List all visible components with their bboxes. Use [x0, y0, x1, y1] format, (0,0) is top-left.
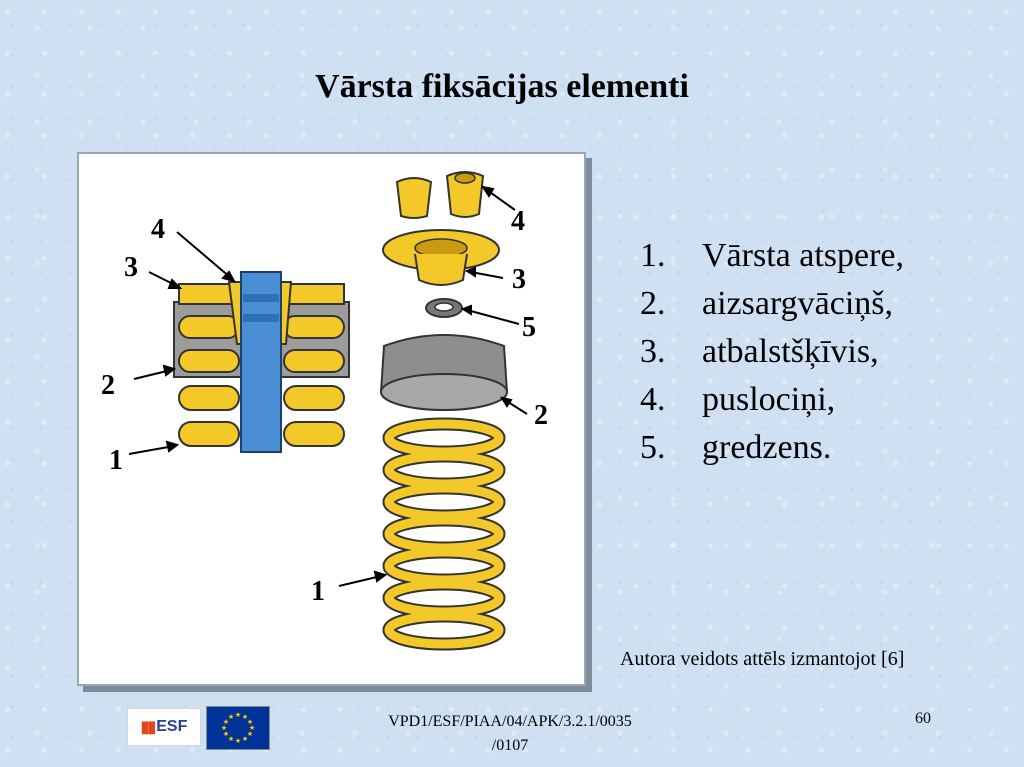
callout-3-left: 3: [124, 252, 138, 283]
footer-code: VPD1/ESF/PIAA/04/APK/3.2.1/0035 /0107: [330, 710, 690, 758]
legend-item: 1.Vārsta atspere,: [640, 232, 970, 280]
svg-text:★: ★: [242, 735, 248, 743]
callout-3-right: 3: [512, 264, 526, 295]
eu-flag-icon: ★★★ ★★★ ★★★ ★★★: [206, 706, 270, 750]
valve-diagram-svg: 1 2 3 4: [79, 154, 584, 684]
esf-mark-icon: ▮▮: [141, 717, 155, 737]
svg-text:★: ★: [228, 713, 234, 721]
legend-item: 3.atbalstšķīvis,: [640, 328, 970, 376]
legend-item: 5.gredzens.: [640, 424, 970, 472]
svg-text:★: ★: [235, 711, 241, 719]
callout-1-right: 1: [311, 576, 325, 607]
esf-logo: ▮▮ ESF: [127, 708, 201, 746]
exploded-valve: 4 3 5 2 1: [311, 172, 548, 644]
page-number: 60: [915, 710, 931, 728]
callout-2-left: 2: [101, 370, 115, 401]
parts-legend: 1.Vārsta atspere, 2.aizsargvāciņš, 3.atb…: [640, 232, 970, 472]
exploded-collets: [397, 178, 431, 218]
valve-diagram: 1 2 3 4: [77, 152, 586, 686]
callout-4-right: 4: [511, 206, 525, 237]
source-caption: Autora veidots attēls izmantojot [6]: [620, 648, 904, 671]
callout-5-right: 5: [522, 312, 536, 343]
slide-title: Vārsta fiksācijas elementi: [0, 68, 1004, 106]
svg-text:★: ★: [235, 737, 241, 745]
callout-2-right: 2: [534, 400, 548, 431]
assembled-valve: 1 2 3 4: [101, 214, 349, 476]
callout-1-left: 1: [109, 445, 123, 476]
legend-item: 2.aizsargvāciņš,: [640, 280, 970, 328]
callout-4-left: 4: [151, 214, 165, 245]
legend-item: 4.puslociņi,: [640, 376, 970, 424]
